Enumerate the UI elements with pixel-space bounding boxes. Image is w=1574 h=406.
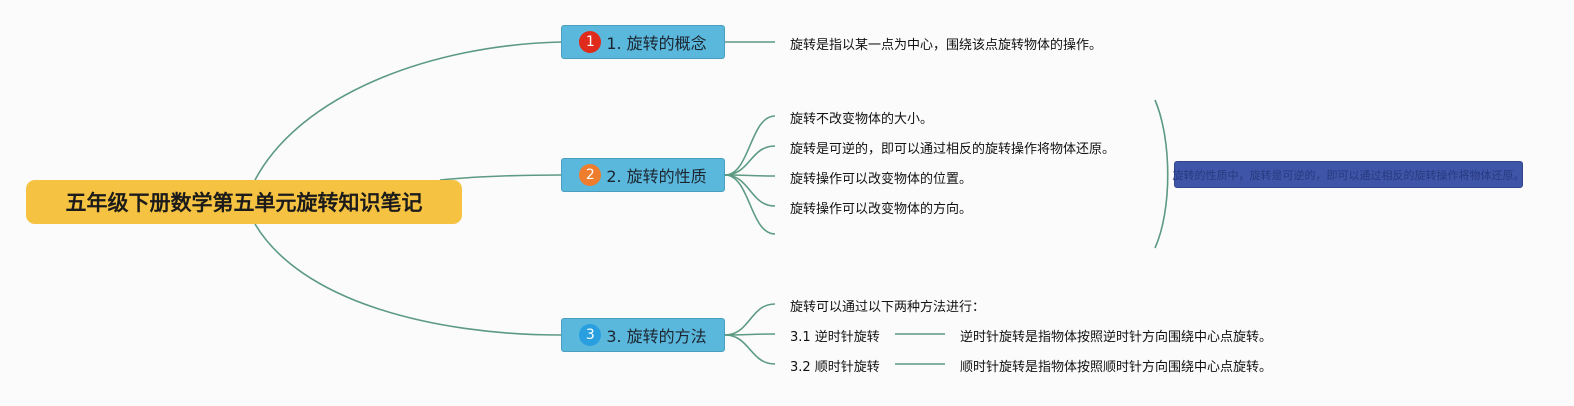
- root-link-3: [254, 223, 562, 336]
- leaf-property-direction[interactable]: 旋转操作可以改变物体的方向。: [790, 202, 973, 217]
- leaf-property-reversible[interactable]: 旋转是可逆的，即可以通过相反的旋转操作将物体还原。: [790, 142, 1116, 157]
- topic3-leaf-link-3: [724, 334, 776, 365]
- leaf-method-counterclockwise[interactable]: 3.1 逆时针旋转: [790, 330, 880, 345]
- summary-box[interactable]: 旋转的性质中，旋转是可逆的，即可以通过相反的旋转操作将物体还原。: [1172, 161, 1525, 188]
- root-topic[interactable]: 五年级下册数学第五单元旋转知识笔记: [26, 180, 462, 224]
- leaf-concept-definition[interactable]: 旋转是指以某一点为中心，围绕该点旋转物体的操作。: [790, 38, 1103, 53]
- topic-label: 3. 旋转的方法: [606, 327, 707, 346]
- root-link-1: [254, 41, 562, 181]
- number-badge-icon: 3: [579, 324, 602, 346]
- topic2-leaf-link-1: [724, 115, 776, 176]
- topic2-leaf-link-2: [724, 145, 776, 176]
- summary-bracket: [1154, 99, 1169, 249]
- topic2-leaf-link-4: [724, 174, 776, 207]
- number-badge-icon: 1: [579, 31, 602, 53]
- topic-properties[interactable]: 2 2. 旋转的性质: [561, 158, 725, 192]
- leaf-property-position[interactable]: 旋转操作可以改变物体的位置。: [790, 172, 973, 187]
- topic-label: 1. 旋转的概念: [606, 34, 707, 53]
- topic-label: 2. 旋转的性质: [606, 167, 707, 186]
- leaf-counterclockwise-desc[interactable]: 逆时针旋转是指物体按照逆时针方向围绕中心点旋转。: [960, 330, 1273, 345]
- topic2-leaf-link-5: [724, 174, 776, 235]
- topic-concept[interactable]: 1 1. 旋转的概念: [561, 25, 725, 59]
- topic-methods[interactable]: 3 3. 旋转的方法: [561, 318, 725, 352]
- leaf-methods-intro[interactable]: 旋转可以通过以下两种方法进行：: [790, 300, 986, 315]
- leaf-method-clockwise[interactable]: 3.2 顺时针旋转: [790, 360, 880, 375]
- summary-text: 旋转的性质中，旋转是可逆的，即可以通过相反的旋转操作将物体还原。: [1172, 168, 1525, 182]
- leaf-clockwise-desc[interactable]: 顺时针旋转是指物体按照顺时针方向围绕中心点旋转。: [960, 360, 1273, 375]
- leaf-property-size[interactable]: 旋转不改变物体的大小。: [790, 112, 934, 127]
- root-link-2: [439, 174, 562, 181]
- number-badge-icon: 2: [579, 164, 602, 186]
- root-title: 五年级下册数学第五单元旋转知识笔记: [65, 191, 423, 215]
- topic3-leaf-link-1: [724, 303, 776, 336]
